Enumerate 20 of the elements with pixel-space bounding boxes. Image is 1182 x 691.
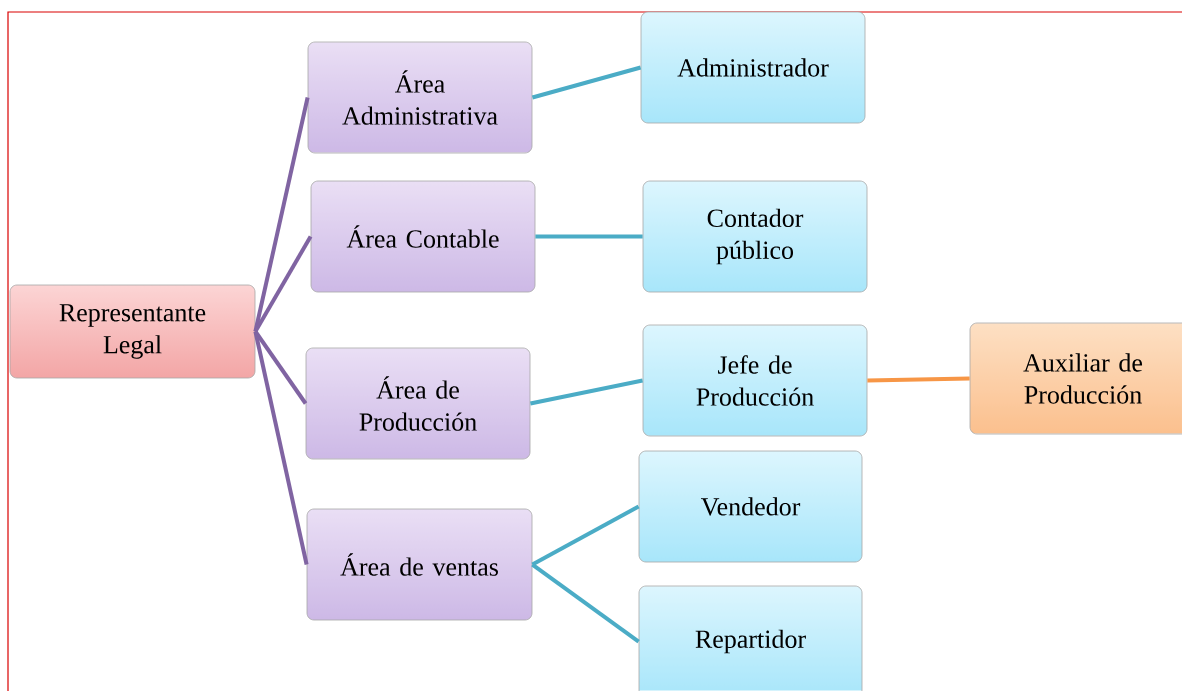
role-box: Administrador bbox=[640, 11, 866, 124]
connector-line bbox=[535, 234, 643, 239]
role-box: Vendedor bbox=[638, 450, 863, 563]
connector-line bbox=[531, 65, 642, 100]
connector-line bbox=[253, 97, 310, 332]
role-box: Repartidor bbox=[638, 585, 863, 691]
connector-line bbox=[531, 562, 640, 644]
area-box: Área Contable bbox=[310, 180, 536, 293]
area-box: Área Administrativa bbox=[307, 41, 533, 154]
role-box: Jefe de Producción bbox=[642, 324, 868, 437]
area-box: Área de ventas bbox=[306, 508, 533, 621]
area-box: Área de Producción bbox=[305, 347, 531, 460]
connector-line bbox=[253, 331, 309, 565]
role-box: Auxiliar de Producción bbox=[969, 322, 1182, 435]
connector-line bbox=[867, 376, 970, 383]
connector-line bbox=[530, 378, 643, 406]
connector-line bbox=[531, 504, 640, 567]
role-box: Contador público bbox=[642, 180, 868, 293]
root-box: Representante Legal bbox=[9, 284, 256, 379]
connector-line bbox=[253, 235, 313, 333]
